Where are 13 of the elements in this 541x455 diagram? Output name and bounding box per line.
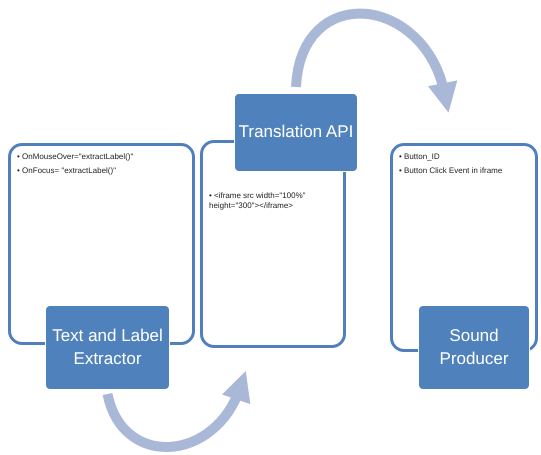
bullet-text: • Button Click Event in iframe <box>399 166 504 176</box>
bullet-text: • Button_ID <box>399 152 441 162</box>
title-box <box>234 93 358 172</box>
bullet-text: • <iframe src width="100%" height="300"></iframe> <box>209 191 307 211</box>
curved-arrow <box>291 8 456 112</box>
title-box <box>45 305 170 390</box>
title-text: Translation API <box>238 121 354 144</box>
bullet-text: • OnMouseOver="extractLabel()" <box>17 152 134 162</box>
title-text: Sound Producer <box>438 324 510 370</box>
curved-arrow <box>102 372 249 452</box>
title-text: Text and Label Extractor <box>51 324 164 370</box>
bullet-text: • OnFocus= "extractLabel()" <box>17 166 117 176</box>
title-box <box>418 305 530 390</box>
